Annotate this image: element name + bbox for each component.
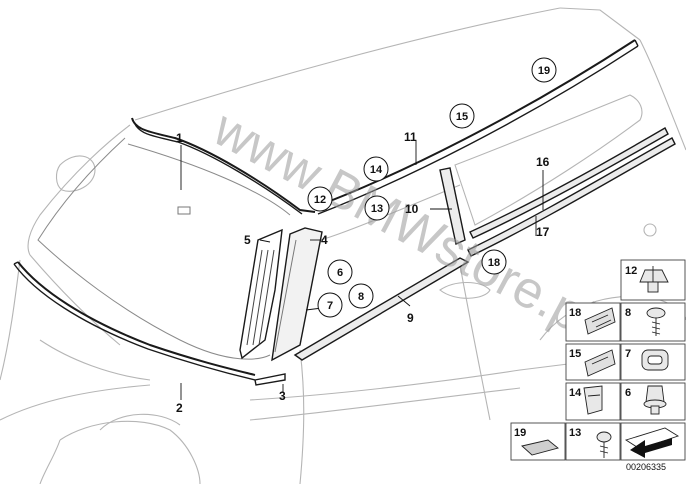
- circled-callouts: [307, 57, 557, 318]
- arrow-icon: [624, 427, 680, 458]
- plain-callouts: 1 2 3 4 5 9 10 11 16 17: [176, 130, 550, 415]
- callout-19: 19: [538, 65, 550, 77]
- clip-6-icon: [643, 385, 667, 415]
- callout-17: 17: [536, 225, 550, 239]
- clip-12-icon: [639, 266, 669, 293]
- callout-13: 13: [371, 203, 383, 215]
- callout-15: 15: [456, 111, 468, 123]
- callout-2: 2: [176, 401, 183, 415]
- screw-8-icon: [646, 307, 666, 336]
- callout-18: 18: [488, 257, 500, 269]
- callout-1: 1: [176, 131, 183, 145]
- legend-num-12: 12: [625, 265, 637, 277]
- trim-parts: [13, 39, 676, 386]
- legend-num-18: 18: [569, 307, 581, 319]
- legend-num-14: 14: [569, 387, 582, 399]
- legend-num-15: 15: [569, 348, 581, 360]
- legend-num-13: 13: [569, 427, 581, 439]
- callout-4: 4: [321, 233, 328, 247]
- callout-3: 3: [279, 389, 286, 403]
- callout-11: 11: [404, 130, 417, 144]
- legend-num-7: 7: [625, 348, 631, 360]
- callout-6: 6: [337, 267, 343, 279]
- callout-5: 5: [244, 233, 251, 247]
- screw-13-icon: [596, 431, 612, 458]
- callout-9: 9: [407, 311, 414, 325]
- legend-num-8: 8: [625, 307, 631, 319]
- callout-7: 7: [327, 300, 333, 312]
- callout-8: 8: [358, 291, 364, 303]
- pad-19-icon: [521, 439, 559, 456]
- callout-14: 14: [370, 164, 383, 176]
- bracket-18-icon: [584, 307, 616, 335]
- car-body-outline: [0, 7, 686, 484]
- bracket-15-icon: [584, 349, 616, 377]
- parts-legend: 12 18 8 15 7 14 6 19 13: [510, 259, 686, 461]
- document-id: 00206335: [626, 462, 666, 472]
- nut-14-icon: [583, 385, 603, 415]
- legend-num-6: 6: [625, 387, 631, 399]
- callout-16: 16: [536, 155, 550, 169]
- legend-num-19: 19: [514, 427, 526, 439]
- circled-callout-labels: 12 13 14 15 19 18 6 7 8: [314, 65, 550, 312]
- grommet-7-icon: [641, 349, 669, 371]
- callout-10: 10: [405, 202, 419, 216]
- callout-12: 12: [314, 194, 326, 206]
